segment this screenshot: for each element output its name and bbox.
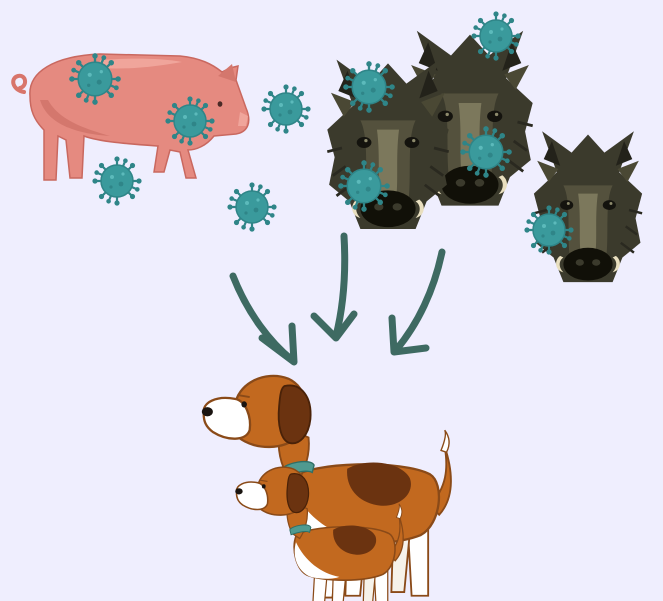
virus-icon [92, 156, 141, 205]
pig-icon [13, 54, 249, 180]
arrow-icon [392, 252, 442, 352]
virus-icon [165, 96, 214, 145]
arrow-icon [233, 276, 294, 362]
virus-icon [69, 53, 121, 105]
virus-icon [227, 182, 276, 231]
virus-icon [343, 61, 395, 113]
virus-icon [338, 160, 390, 212]
virus-icon [471, 11, 520, 60]
virus-icon [261, 84, 310, 133]
virus-icon [460, 126, 512, 178]
virus-icon [524, 205, 573, 254]
arrow-icon [314, 236, 354, 338]
